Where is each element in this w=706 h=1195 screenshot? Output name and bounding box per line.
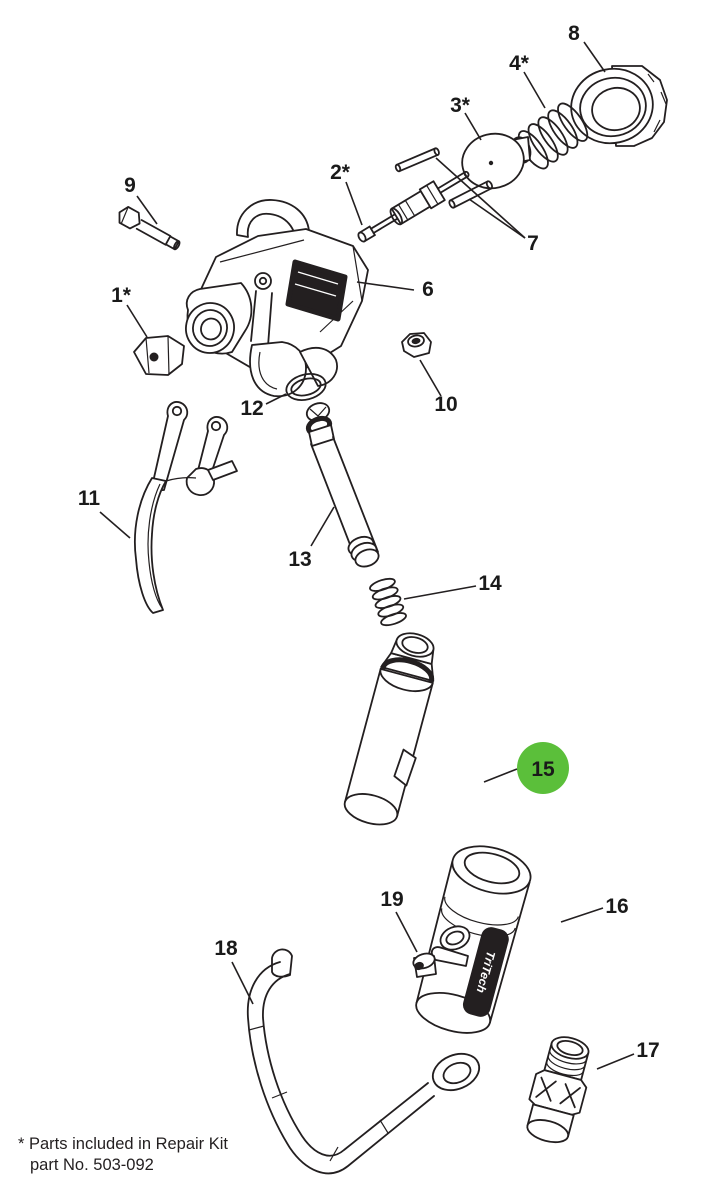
repair-kit-footnote-line2: part No. 503-092 xyxy=(30,1156,154,1174)
part-10-lock-nut-drawing xyxy=(401,332,432,358)
callout-6[interactable]: 6 xyxy=(422,278,434,301)
callout-8[interactable]: 8 xyxy=(568,22,580,45)
part-8-retaining-nut-drawing xyxy=(570,65,668,147)
repair-kit-footnote-line1: * Parts included in Repair Kit xyxy=(18,1135,228,1153)
callout-18[interactable]: 18 xyxy=(214,937,238,960)
part-1-nut-drawing xyxy=(133,335,185,376)
part-4-spring-drawing xyxy=(517,102,589,170)
part-14-spring-drawing xyxy=(369,577,407,627)
callout-17[interactable]: 17 xyxy=(636,1039,659,1062)
callout-15-highlighted[interactable]: 15 xyxy=(531,758,555,781)
callout-10[interactable]: 10 xyxy=(434,393,457,416)
part-16-filter-housing-drawing: TriTech xyxy=(415,845,532,1034)
highlight-circle-part-15[interactable] xyxy=(517,742,569,794)
part-17-fitting-drawing xyxy=(526,1036,590,1144)
part-11-trigger-drawing xyxy=(133,401,238,614)
part-15-sleeve-drawing xyxy=(343,632,435,826)
callout-19[interactable]: 19 xyxy=(380,888,403,911)
part-19-bushing-drawing xyxy=(412,952,437,978)
leader-lines xyxy=(99,41,635,1070)
callout-9[interactable]: 9 xyxy=(124,174,136,197)
callout-12[interactable]: 12 xyxy=(240,397,263,420)
callout-16[interactable]: 16 xyxy=(605,895,628,918)
callout-7[interactable]: 7 xyxy=(527,232,539,255)
part-3-seat-disc-drawing xyxy=(461,132,532,190)
part-12-o-ring-drawing xyxy=(285,373,327,401)
part-13-rod-drawing xyxy=(305,402,380,568)
callout-11[interactable]: 11 xyxy=(78,487,101,510)
callout-2[interactable]: 2* xyxy=(330,161,351,184)
callout-4[interactable]: 4* xyxy=(509,52,530,75)
part-9-bolt-drawing xyxy=(118,206,181,251)
part-18-guard-drawing xyxy=(246,948,481,1175)
callout-13[interactable]: 13 xyxy=(288,548,311,571)
callout-1[interactable]: 1* xyxy=(111,284,132,307)
part-2-valve-stem-drawing xyxy=(357,170,470,243)
callout-14[interactable]: 14 xyxy=(478,572,502,595)
part-7-pins-drawing xyxy=(394,147,493,209)
callout-3[interactable]: 3* xyxy=(450,94,471,117)
part-6-gun-body-drawing xyxy=(185,199,369,398)
